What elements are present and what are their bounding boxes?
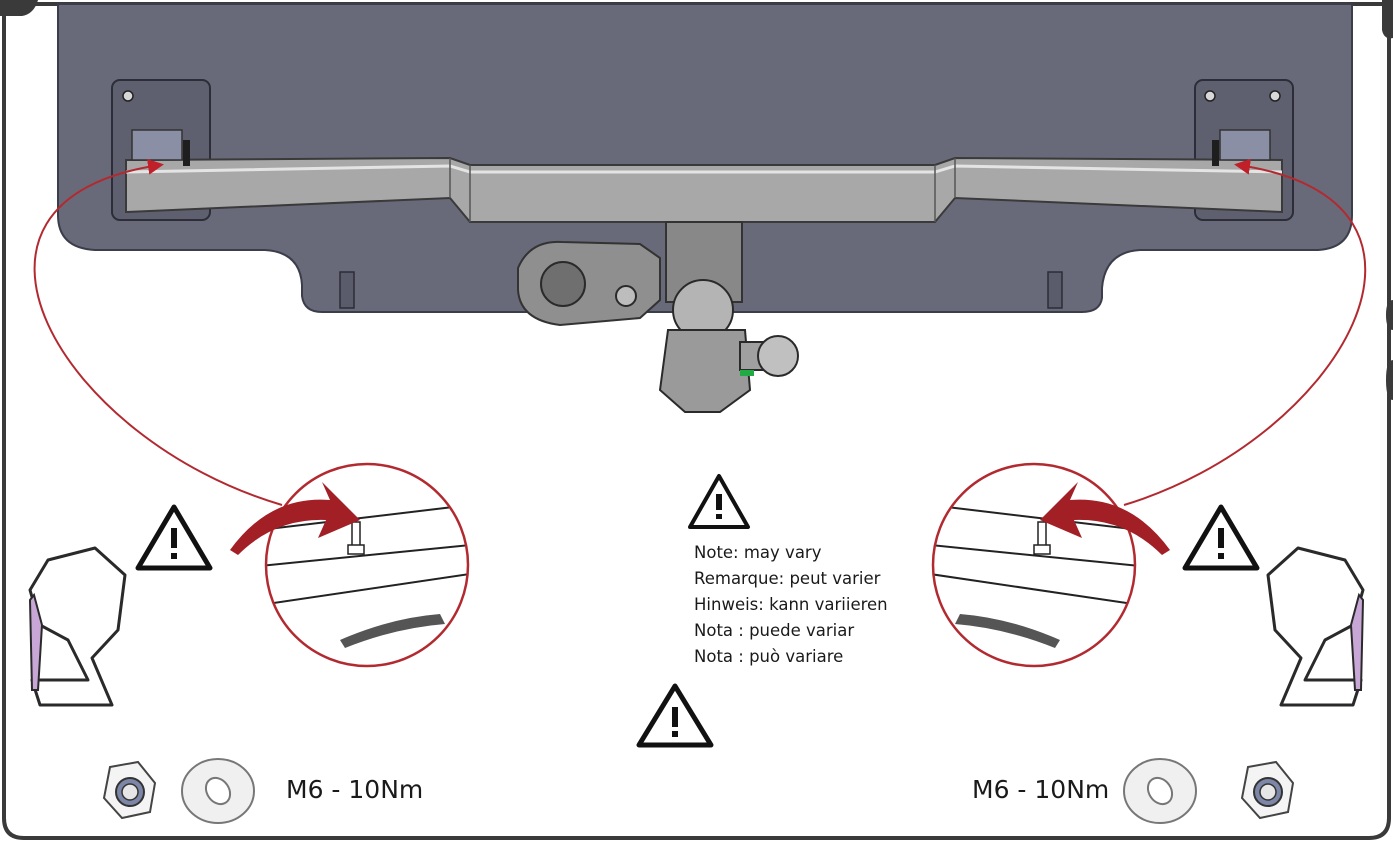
detail-circle-left — [266, 464, 468, 666]
warning-icon-center-top — [688, 474, 750, 529]
note-de: Hinweis: kann variieren — [694, 595, 888, 614]
washer-icon-right — [1123, 758, 1197, 824]
callout-line-left — [33, 158, 283, 506]
bolt-detail-right — [1037, 521, 1047, 547]
stud-left — [183, 140, 190, 166]
washer-icon-left — [181, 758, 255, 824]
spring-clip-right — [1266, 546, 1365, 707]
note-es: Nota : puede variar — [694, 621, 855, 640]
nut-icon-left — [102, 760, 157, 820]
note-it: Nota : può variare — [694, 647, 844, 666]
curved-arrow-left — [230, 482, 360, 555]
corner-tab-left — [0, 0, 38, 16]
nut-icon-right — [1240, 760, 1295, 820]
socket-plate — [517, 240, 661, 327]
callout-line-right — [1123, 158, 1367, 506]
torque-label-right: M6 - 10Nm — [972, 775, 1110, 804]
detail-circle-right — [933, 464, 1135, 666]
note-fr: Remarque: peut varier — [694, 569, 881, 588]
corner-tab-right — [1382, 0, 1393, 39]
note-en: Note: may vary — [694, 543, 822, 562]
curved-arrow-right — [1040, 482, 1170, 555]
torque-label-left: M6 - 10Nm — [286, 775, 424, 804]
bolt-detail-left — [351, 521, 361, 547]
warning-icon-center-bottom — [636, 683, 714, 748]
warning-icon-right — [1182, 504, 1260, 571]
variation-notes: Note: may vary Remarque: peut varier Hin… — [694, 540, 888, 670]
lock-knob — [757, 335, 799, 377]
spring-clip-left — [28, 546, 127, 707]
warning-icon-left — [135, 504, 213, 571]
stud-right — [1212, 140, 1219, 166]
bumper-panel — [57, 3, 1353, 313]
